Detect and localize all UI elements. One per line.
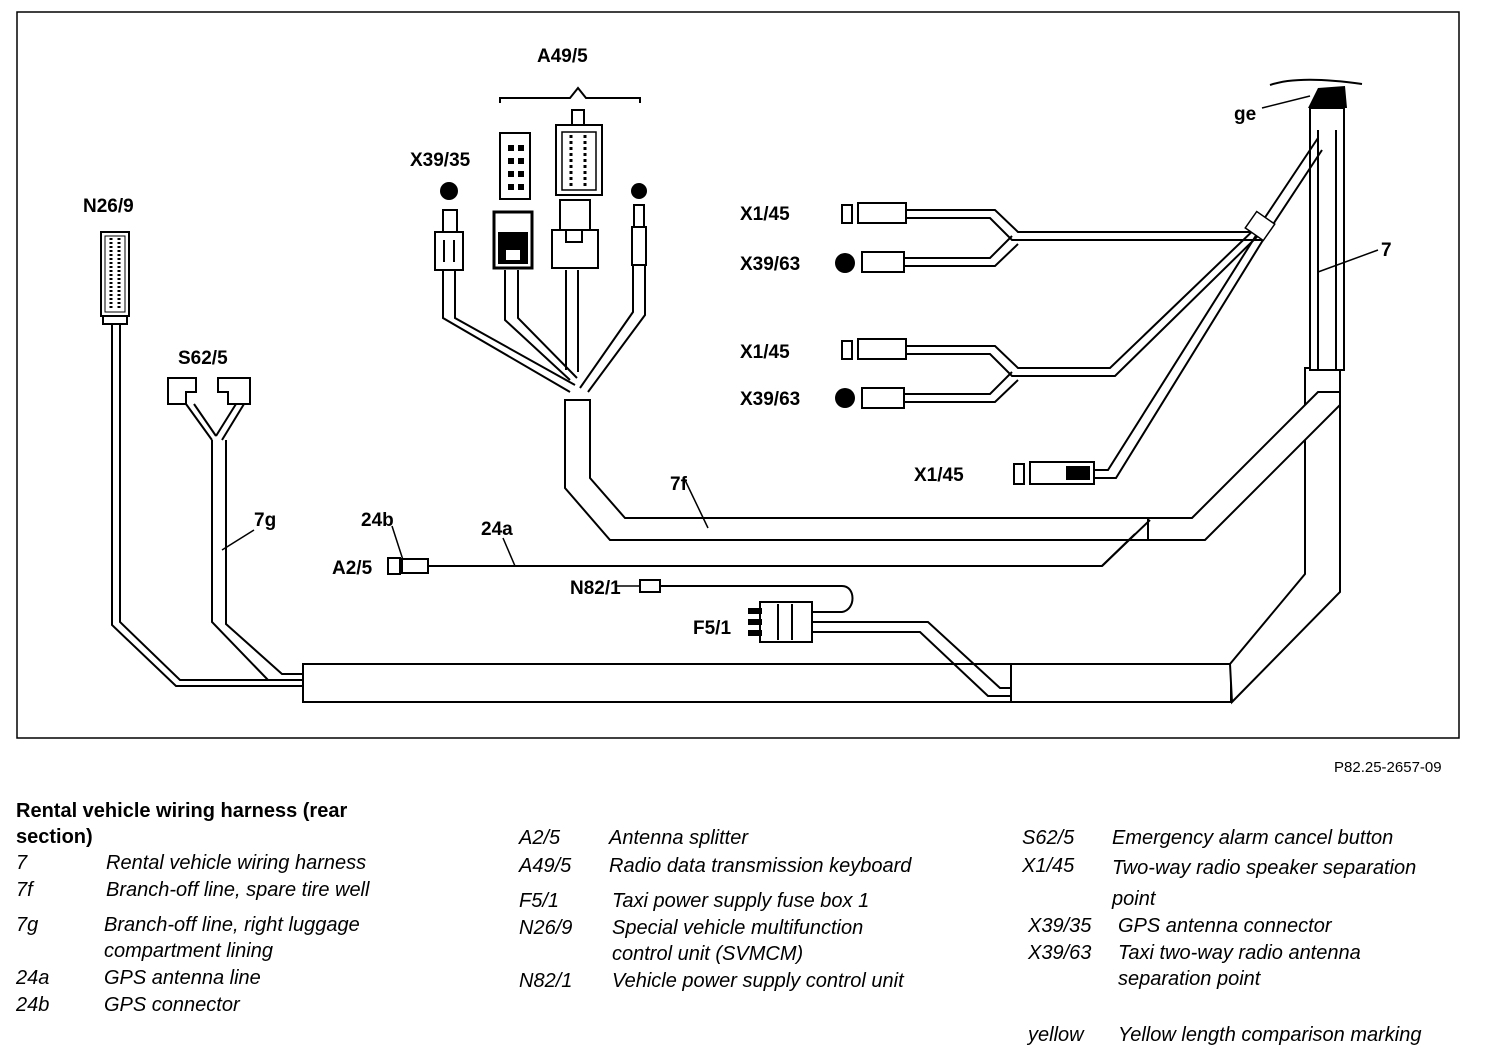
legend-desc: Radio data transmission keyboard bbox=[609, 855, 912, 877]
x1-45-top-connector bbox=[841, 202, 1262, 241]
legend-desc: Two-way radio speaker separation point bbox=[1112, 857, 1417, 910]
legend-code: yellow bbox=[1028, 1024, 1084, 1046]
label-branch-7f: 7f bbox=[670, 474, 688, 495]
a49-5-brace bbox=[499, 86, 641, 103]
label-harness-7: 7 bbox=[1381, 240, 1392, 261]
n82-1-f5-1 bbox=[639, 579, 1012, 702]
label-n82-1: N82/1 bbox=[570, 578, 621, 599]
legend-desc: GPS antenna line bbox=[104, 967, 261, 989]
legend-code: N82/1 bbox=[519, 970, 573, 992]
label-gps-24b: 24b bbox=[361, 510, 394, 531]
legend-code: S62/5 bbox=[1022, 827, 1075, 849]
label-x39-63-mid: X39/63 bbox=[740, 389, 800, 410]
label-n26-9: N26/9 bbox=[83, 196, 134, 217]
n26-9-control-unit bbox=[100, 231, 303, 687]
legend-desc: Taxi power supply fuse box 1 bbox=[612, 890, 870, 912]
legend-code: 24a bbox=[16, 967, 50, 989]
label-x1-45-top: X1/45 bbox=[740, 204, 790, 225]
legend-code: A2/5 bbox=[519, 827, 561, 849]
legend-desc: GPS antenna connector bbox=[1118, 915, 1332, 937]
label-x1-45-low: X1/45 bbox=[914, 465, 964, 486]
legend-code: A49/5 bbox=[519, 855, 572, 877]
legend-code: X1/45 bbox=[1022, 855, 1075, 877]
legend-code: 7 bbox=[16, 852, 28, 874]
a49-wires bbox=[442, 265, 646, 393]
label-branch-7g: 7g bbox=[254, 510, 276, 531]
legend-title: Rental vehicle wiring harness (rear sect… bbox=[16, 800, 348, 848]
x39-63-mid-connector bbox=[835, 371, 1019, 409]
a49-5-connector-right bbox=[551, 109, 603, 269]
diagram-frame bbox=[16, 11, 1460, 739]
legend-code: N26/9 bbox=[519, 917, 573, 939]
legend-desc: Rental vehicle wiring harness bbox=[106, 852, 367, 874]
legend-code: 7f bbox=[16, 879, 33, 901]
legend-desc: Antenna splitter bbox=[609, 827, 748, 849]
main-harness-7 bbox=[302, 78, 1363, 705]
legend-desc: Branch-off line, right luggage compartme… bbox=[104, 914, 360, 962]
legend-code: X39/35 bbox=[1028, 915, 1092, 937]
s62-5-branch-7g bbox=[167, 377, 303, 681]
figure-id: P82.25-2657-09 bbox=[1334, 759, 1442, 776]
legend-desc: Branch-off line, spare tire well bbox=[106, 879, 370, 901]
a49-5-connector-left bbox=[492, 132, 534, 270]
legend-code: X39/63 bbox=[1028, 942, 1092, 964]
label-ge: ge bbox=[1234, 104, 1256, 125]
legend-code: F5/1 bbox=[519, 890, 560, 912]
label-a49-5: A49/5 bbox=[537, 46, 588, 67]
legend-desc: Emergency alarm cancel button bbox=[1112, 827, 1394, 849]
label-x39-35: X39/35 bbox=[410, 150, 471, 171]
x1-45-mid-connector bbox=[841, 221, 1267, 377]
gps-antenna-line-24a bbox=[387, 519, 1151, 575]
label-gps-24a: 24a bbox=[481, 519, 513, 540]
legend-code: 7g bbox=[16, 914, 39, 936]
legend-desc: Special vehicle multifunction control un… bbox=[612, 917, 864, 965]
legend-desc: Vehicle power supply control unit bbox=[612, 970, 904, 992]
legend-desc: GPS connector bbox=[104, 994, 240, 1016]
legend-desc: Taxi two-way radio antenna separation po… bbox=[1118, 942, 1361, 990]
label-s62-5: S62/5 bbox=[178, 348, 228, 369]
wiring-harness-diagram: A49/5 X39/35 N26/9 S62/5 X1/45 X39/63 X1… bbox=[16, 11, 1460, 739]
label-a2-5: A2/5 bbox=[332, 558, 373, 579]
antenna-round-connector bbox=[631, 183, 647, 266]
legend-code: 24b bbox=[16, 994, 50, 1016]
label-x39-63-top: X39/63 bbox=[740, 254, 800, 275]
x1-45-low-connector bbox=[1013, 225, 1269, 485]
x39-35-connector bbox=[434, 182, 464, 271]
x39-63-top-connector bbox=[835, 235, 1019, 273]
label-f5-1: F5/1 bbox=[693, 618, 731, 639]
label-x1-45-mid: X1/45 bbox=[740, 342, 790, 363]
legend-desc: Yellow length comparison marking bbox=[1118, 1024, 1422, 1046]
